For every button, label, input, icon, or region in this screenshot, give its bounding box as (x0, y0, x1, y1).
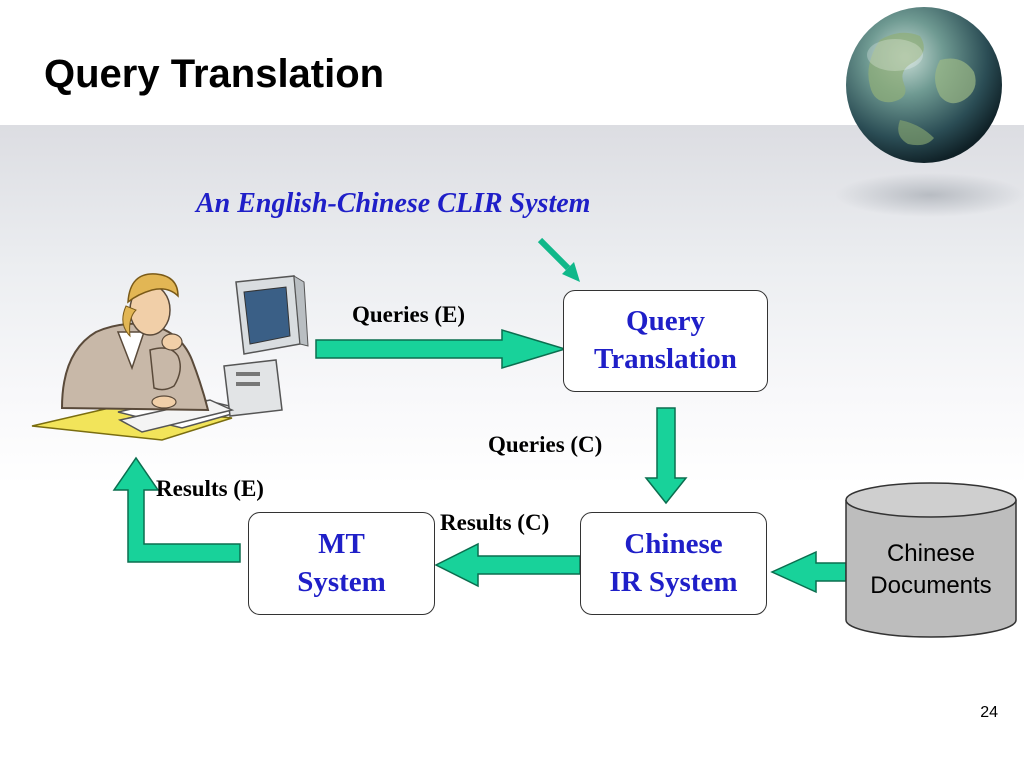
arrow-results-c (434, 542, 581, 588)
node-chinese-ir-system: Chinese IR System (580, 512, 767, 615)
edge-label-queries-c: Queries (C) (488, 432, 603, 457)
edge-label-results-e: Results (E) (156, 476, 264, 501)
edge-label-results-c: Results (C) (440, 510, 550, 535)
page-number: 24 (980, 704, 998, 721)
node-chinese-ir-system-label: Chinese IR System (609, 527, 738, 598)
node-chinese-documents-label: Chinese Documents (870, 540, 992, 600)
node-mt-system-label: MT System (297, 527, 386, 598)
pointer-arrow (537, 237, 580, 282)
slide-title: Query Translation (44, 52, 385, 96)
edge-label-queries-e: Queries (E) (352, 302, 466, 327)
node-mt-system: MT System (248, 512, 435, 615)
arrow-queries-c (644, 407, 688, 505)
node-query-translation: Query Translation (563, 290, 768, 392)
arrow-results-e (112, 456, 241, 563)
arrow-queries-e (315, 328, 568, 370)
arrow-documents-to-ir (770, 550, 847, 594)
node-query-translation-label: Query Translation (594, 305, 737, 375)
slide-subtitle: An English-Chinese CLIR System (196, 188, 591, 219)
